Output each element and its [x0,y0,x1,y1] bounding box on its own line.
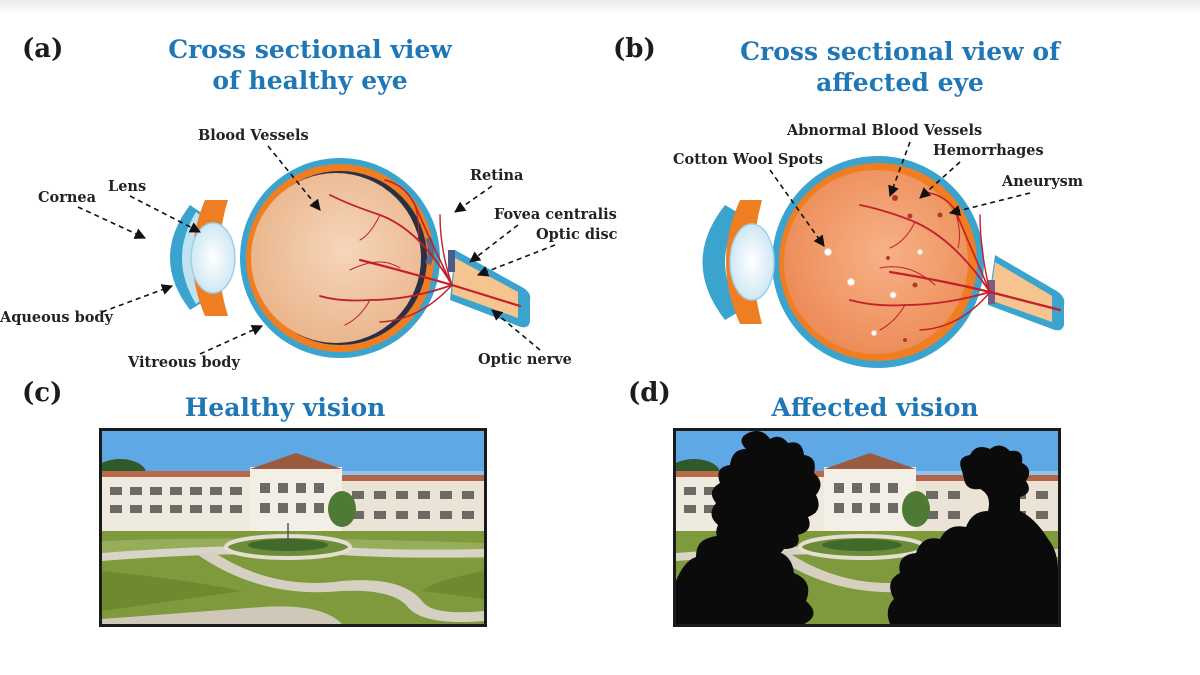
label-fovea-centralis: Fovea centralis [494,206,617,223]
label-aneurysm: Aneurysm [1001,173,1084,190]
eye-diagrams: Blood Vessels Lens Cornea Retina Fovea c… [0,122,1084,371]
cotton-wool-spots [824,248,923,336]
label-optic-disc: Optic disc [536,226,618,243]
label-abnormal-blood-vessels: Abnormal Blood Vessels [786,122,982,139]
panel-c-title: Healthy vision [184,393,386,422]
label-lens: Lens [108,178,146,195]
panel-a-letter: (a) [22,34,64,64]
label-hemorrhages: Hemorrhages [933,142,1044,159]
panel-a-title-line2: of healthy eye [212,66,408,95]
blood-vessels [319,179,522,326]
label-cornea: Cornea [38,189,97,206]
panel-b-title-line2: affected eye [816,68,984,97]
panel-b-title-line1: Cross sectional view of [740,37,1060,66]
affected-vitreous-body [784,170,968,354]
label-aqueous-body: Aqueous body [0,309,114,326]
label-optic-nerve: Optic nerve [478,351,572,368]
affected-optic-nerve-core [990,262,1052,322]
panel-b-letter: (b) [613,34,656,64]
abnormal-blood-vessels [849,191,1062,331]
optic-disc-mark [448,250,455,272]
label-blood-vessels: Blood Vessels [198,127,309,144]
label-cotton-wool-spots: Cotton Wool Spots [673,151,823,168]
panel-d-letter: (d) [628,378,671,408]
affected-lens [729,223,775,301]
pointer-arrows-a [77,145,556,355]
campus-scene-occluded [676,431,1058,624]
healthy-eye [170,158,531,358]
campus-scene [102,431,484,624]
vision-blind-spots [676,431,1058,624]
panel-a-title-line1: Cross sectional view [168,35,452,64]
healthy-vision-photo [99,428,487,627]
pointer-arrows-b [769,141,1031,247]
panel-c-letter: (c) [22,378,63,408]
lens [190,222,236,294]
panel-d-title: Affected vision [771,393,979,422]
affected-cornea [702,205,742,320]
optic-nerve-core [452,258,518,318]
fovea-mark [425,236,434,266]
affected-vision-photo [673,428,1061,627]
label-retina: Retina [470,167,524,184]
top-shadow-bar [0,0,1200,14]
affected-eye [702,156,1065,368]
panel-b-title: Cross sectional view of affected eye [690,36,1110,98]
panel-a-title: Cross sectional view of healthy eye [120,34,500,96]
label-vitreous-body: Vitreous body [127,354,240,371]
